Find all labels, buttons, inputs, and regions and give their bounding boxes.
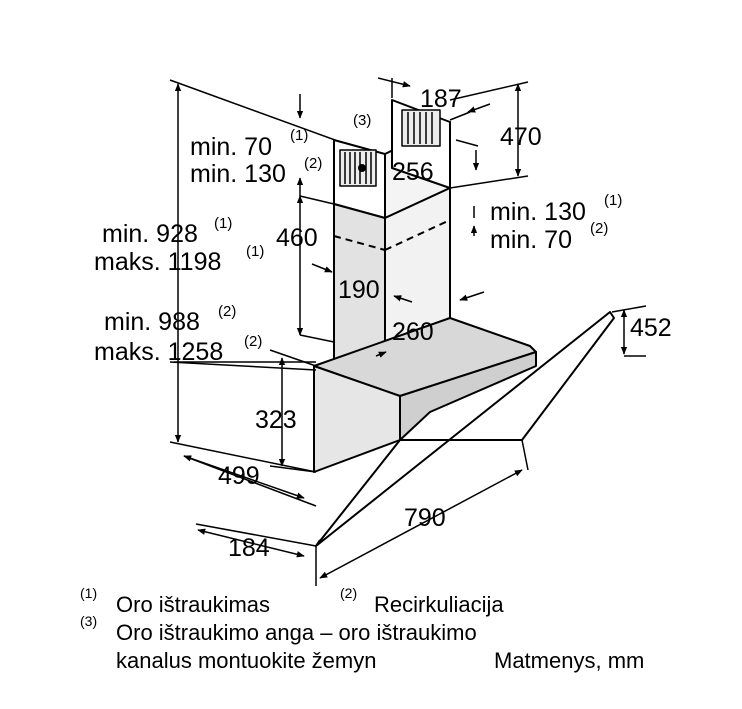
hood-drawing	[313, 99, 615, 547]
legend-note1-marker: (1)	[80, 585, 97, 601]
label-total-height-min-recirc: min. 988	[104, 308, 200, 336]
label-total-height-min-recirc-note: (2)	[218, 303, 236, 320]
label-total-height-min-exhaust: min. 928	[102, 220, 198, 248]
label-right-gap-1: min. 130	[490, 198, 586, 226]
legend-note2-marker: (2)	[340, 585, 357, 601]
label-chimney-depth: 256	[392, 158, 434, 186]
vent-grille-left	[339, 149, 377, 187]
vent-opening-note: (3)	[353, 112, 371, 129]
label-chimney-top-width: 187	[420, 85, 462, 113]
legend-note3-line2: kanalus montuokite žemyn	[116, 648, 376, 673]
label-body-height: 323	[255, 406, 297, 434]
vent-grille-right	[401, 109, 441, 147]
label-right-gap-2: min. 70	[490, 226, 572, 254]
body-depth-arrow	[183, 455, 305, 499]
label-total-height-max-exhaust-note: (1)	[246, 243, 264, 260]
label-bottom-depth: 184	[228, 534, 270, 562]
dimension-labels: (3) 187 470 min. 70 (1) min. 130 (2) 256…	[94, 85, 672, 562]
legend-note3-marker: (3)	[80, 613, 97, 629]
label-lower-chimney-width: 190	[338, 276, 380, 304]
label-recirc-gap-note: (2)	[304, 155, 322, 172]
hood-body-side	[399, 351, 537, 441]
label-body-depth: 499	[218, 462, 260, 490]
chimney-overlap-dashed	[333, 235, 386, 251]
label-recirc-gap: min. 130	[190, 160, 286, 188]
label-chimney-top-height: 470	[500, 123, 542, 151]
overall-width-arrow	[319, 469, 523, 579]
legend-note3-line1: Oro ištraukimo anga – oro ištraukimo	[116, 620, 477, 645]
label-total-height-max-recirc: maks. 1258	[94, 338, 223, 366]
label-overall-width: 790	[404, 504, 446, 532]
label-right-gap-1-note: (1)	[604, 192, 622, 209]
label-exhaust-gap: min. 70	[190, 133, 272, 161]
label-exhaust-gap-note: (1)	[290, 127, 308, 144]
chimney-top-width-arrow	[377, 77, 411, 88]
label-total-height-min-exhaust-note: (1)	[214, 215, 232, 232]
label-lower-chimney-depth: 260	[392, 318, 434, 346]
label-total-height-max-exhaust: maks. 1198	[94, 248, 221, 276]
legend-note1-text: Oro ištraukimas	[116, 592, 270, 617]
label-right-gap-2-note: (2)	[590, 220, 608, 237]
legend-note2-text: Recirkuliacija	[374, 592, 504, 617]
legend: (1) Oro ištraukimas (2) Recirkuliacija (…	[80, 585, 644, 673]
legend-units: Matmenys, mm	[494, 648, 644, 673]
label-lower-chimney-height: 460	[276, 224, 318, 252]
glass-canopy	[315, 311, 615, 547]
vent-opening-marker	[358, 164, 366, 172]
label-total-height-max-recirc-note: (2)	[244, 333, 262, 350]
dimension-lines	[169, 77, 647, 586]
label-glass-height: 452	[630, 314, 672, 342]
